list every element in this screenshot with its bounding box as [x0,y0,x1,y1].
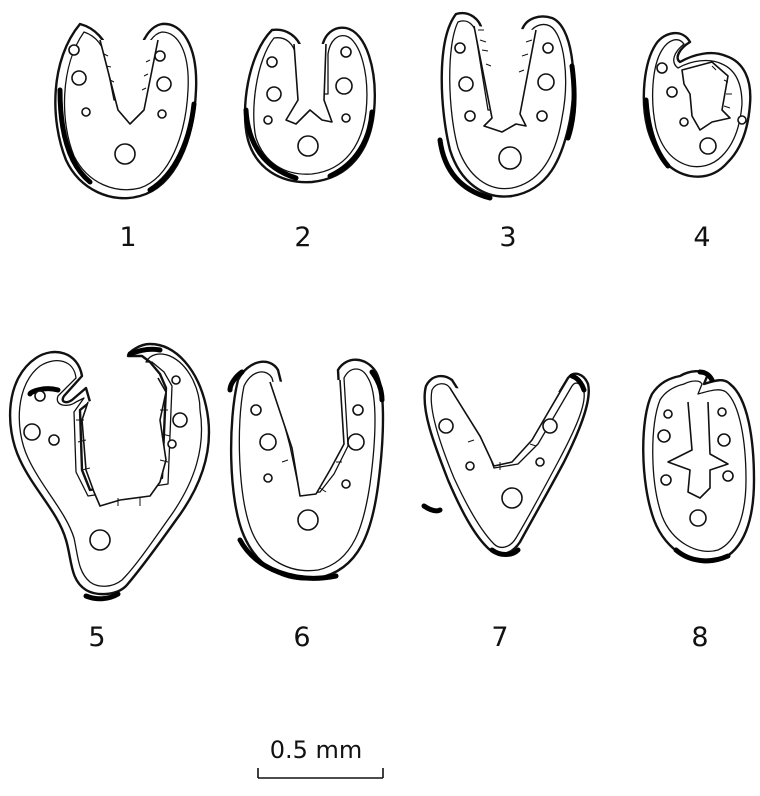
section-label-8: 8 [691,622,708,653]
cross-section-1 [55,24,196,198]
cross-section-8 [643,371,754,562]
cross-section-7 [424,374,589,555]
scale-bar-label: 0.5 mm [270,736,363,764]
section-label-6: 6 [293,622,310,653]
section-label-4: 4 [693,222,710,253]
section-label-5: 5 [88,622,105,653]
cross-section-3 [440,13,574,198]
cross-section-6 [230,360,383,580]
section-label-7: 7 [491,622,508,653]
scale-bar-line [258,768,383,778]
cross-section-2 [245,28,375,182]
section-label-2: 2 [294,222,311,253]
cross-section-5 [10,344,209,599]
section-label-3: 3 [499,222,516,253]
cross-section-4 [644,33,750,177]
scale-bar: 0.5 mm [258,736,383,778]
section-label-1: 1 [119,222,136,253]
